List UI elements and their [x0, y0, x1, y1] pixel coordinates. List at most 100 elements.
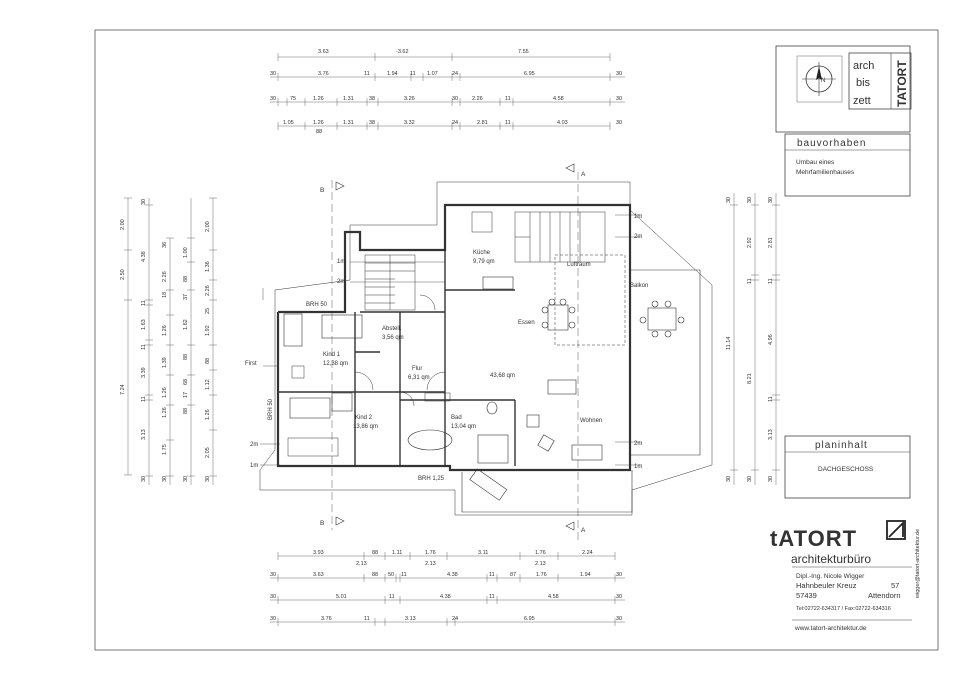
right-dim-c2-5: 30: [747, 476, 753, 482]
firm-website: www.tatort-architektur.de: [794, 625, 867, 632]
bottom-dim-2-9: 1.76: [536, 572, 547, 578]
height-label-2m-left-top: 2m: [337, 279, 345, 285]
door-swing-3: [399, 391, 415, 407]
top-dim-4-6: 24: [452, 120, 458, 126]
firm-logo-name: tATORT: [770, 526, 857, 551]
top-dim-4-7: 2.81: [477, 120, 488, 126]
bottom-dim-1-sub-3: 2.13: [535, 561, 546, 567]
right-dim-c3-1: 30: [768, 197, 774, 203]
bottom-dim-2-10: 1.94: [580, 572, 591, 578]
room-name-child-1: Kind 1: [323, 352, 341, 358]
bottom-dim-4-1: 30: [270, 616, 276, 622]
top-dim-3-3: 1.26: [313, 96, 324, 102]
toilet-icon: [486, 401, 498, 415]
top-dim-4-2: 1.26: [313, 120, 324, 126]
top-dim-2-8: 6.95: [524, 71, 535, 77]
right-dim-c2-1: 30: [747, 197, 753, 203]
top-dim-4-3: 1.31: [343, 120, 354, 126]
plan-content-name: DACHGESCHOSS: [818, 466, 874, 473]
room-area-kitchen: 9,79 qm: [473, 259, 495, 265]
left-dimension-chains: 2.00 2.50 7.24 30 4.38 11 1.63 11 3.39 1…: [120, 197, 217, 485]
armchair-icon-2: [537, 434, 555, 452]
dining-table-icon: [541, 298, 576, 331]
room-name-dining: Essen: [518, 320, 535, 326]
bottom-dim-4-4: 3.13: [405, 616, 416, 622]
right-dim-c3-6: 3.13: [768, 429, 774, 440]
top-dim-2-6: 1.07: [427, 71, 438, 77]
bottom-dim-1-4: 1.76: [425, 550, 436, 556]
room-area-child-2: 13,86 qm: [353, 424, 378, 430]
address-name-line: Dipl.-Ing. Nicole Wigger: [796, 573, 865, 580]
left-dim-c4-5: 88: [183, 354, 189, 360]
left-dim-c2-2: 4.38: [141, 251, 147, 262]
top-dim-2-1: 30: [270, 71, 276, 77]
door-swing: [354, 371, 374, 391]
bottom-dim-2-4: 50: [388, 572, 394, 578]
height-label-2m-right-top: 2m: [634, 234, 642, 240]
room-name-bath: Bad: [451, 415, 462, 421]
balcony-railing: [630, 269, 701, 456]
bottom-dim-3-2: 5.01: [336, 594, 347, 600]
left-dim-c1-3: 7.24: [120, 384, 126, 395]
room-name-void: Luftraum: [567, 262, 591, 268]
room-name-child-2: Kind 2: [355, 415, 373, 421]
sill-height-label-top: BRH 50: [306, 302, 328, 308]
left-dim-c5-9: 2.05: [205, 447, 211, 458]
bottom-dim-4-5: 24: [452, 616, 458, 622]
room-name-storage: Abstell.: [382, 326, 402, 332]
bottom-dim-4-2: 3.76: [321, 616, 332, 622]
left-dim-c3-4: 1.26: [162, 325, 168, 336]
left-dim-c4-6: 68: [183, 379, 189, 385]
section-label-a-bottom: A: [581, 527, 586, 534]
left-dim-c3-1: 36: [162, 242, 168, 248]
top-dim-2-4: 1.94: [387, 71, 398, 77]
bottom-dim-1-6: 1.76: [535, 550, 546, 556]
height-lines: [260, 214, 640, 466]
left-dim-c1-1: 2.00: [120, 219, 126, 230]
plan-content-heading: planinhalt: [815, 440, 868, 451]
right-dim-c1-2: 11.14: [726, 337, 732, 350]
plan-labels: Küche 9,79 qm Luftraum Essen Balkon Abst…: [245, 171, 648, 534]
top-dimension-chains: 3.63 -3.62 7.55 30 3.76 11 1.94 11 1.07 …: [270, 49, 625, 135]
section-marker-a-icon: [565, 163, 579, 540]
bottom-dimension-chains: 3.93 88 1.11 1.76 3.11 1.76 2.24 2.13 2.…: [270, 550, 625, 626]
project-heading: bauvorhaben: [797, 138, 866, 149]
room-area-hall: 6,31 qm: [408, 375, 430, 381]
kitchen-cabinet: [471, 211, 493, 233]
left-dim-c1-2: 2.50: [120, 269, 126, 280]
room-name-living: Wohnen: [580, 418, 602, 424]
left-dim-c3-9: 30: [162, 476, 168, 482]
left-dim-c3-2: 2.26: [162, 271, 168, 282]
left-dim-c2-9: 30: [141, 476, 147, 482]
sun-lounger-icon: [469, 468, 508, 501]
desk-kind-2: [287, 437, 339, 457]
height-label-1m-left-top: 1m: [337, 259, 345, 265]
interior-walls: [278, 250, 516, 466]
floor-plan: [259, 163, 713, 540]
wardrobe-kind-2: [331, 392, 353, 412]
top-dim-4-1: 1.05: [283, 120, 294, 126]
section-marker-b-icon: [331, 180, 345, 530]
bottom-dim-2-8: 87: [510, 572, 516, 578]
left-dim-c4-4: 1.62: [183, 319, 189, 330]
top-dim-3-2: 75: [290, 96, 296, 102]
bottom-dim-3-4: 4.38: [440, 594, 451, 600]
bottom-dim-2-1: 30: [270, 572, 276, 578]
right-dim-c1-1: 30: [726, 197, 732, 203]
bed-kind-2: [289, 397, 331, 419]
left-dim-c2-8: 3.13: [141, 429, 147, 440]
bottom-dim-4-3: 11: [364, 616, 370, 622]
desk-kind-1: [291, 365, 305, 379]
right-dim-c3-3: 11: [768, 278, 774, 284]
left-dim-c5-8: 1.26: [205, 409, 211, 420]
right-dim-c3-2: 2.81: [768, 237, 774, 248]
bottom-dim-1-2: 88: [372, 550, 378, 556]
left-dim-c2-6: 3.39: [141, 367, 147, 378]
door-swing-2: [426, 371, 446, 391]
project-description-line-2: Mehrfamilienhauses: [796, 169, 855, 176]
room-name-hall: Flur: [412, 366, 422, 372]
bottom-dim-3-6: 4.58: [548, 594, 559, 600]
left-dim-c4-9: 30: [183, 476, 189, 482]
room-name-kitchen: Küche: [473, 250, 491, 256]
top-dim-4-9: 4.03: [557, 120, 568, 126]
